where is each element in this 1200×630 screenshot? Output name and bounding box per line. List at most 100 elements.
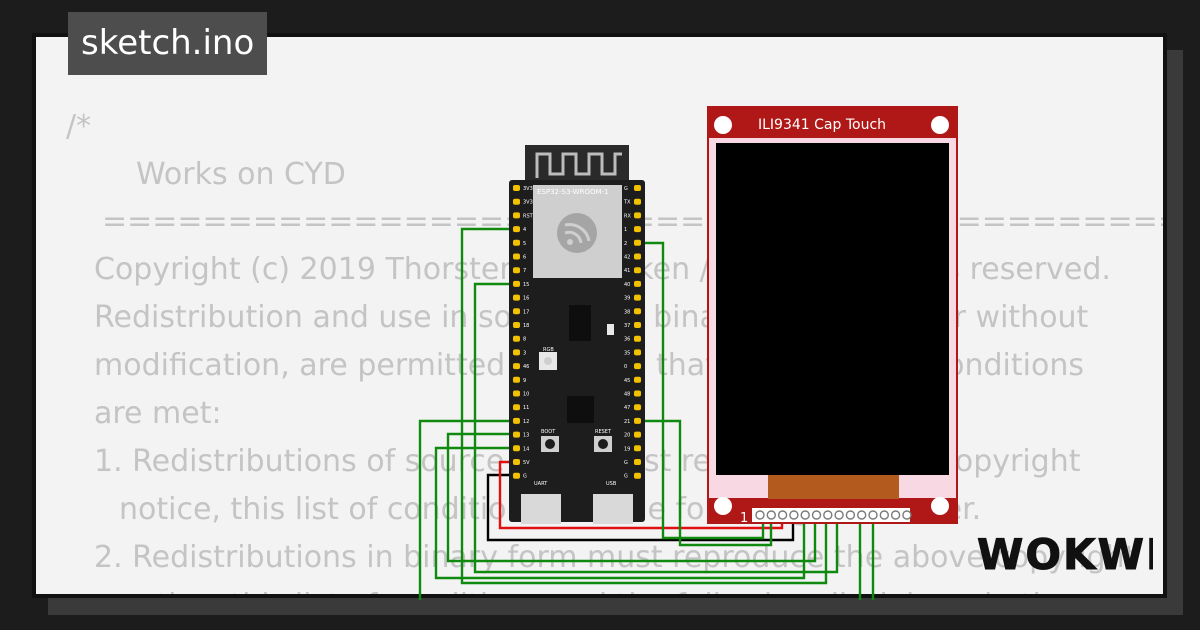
display-pin-header <box>755 510 912 520</box>
flex-connector <box>768 475 899 499</box>
display-pin <box>777 510 788 520</box>
display-pin <box>845 510 856 520</box>
esp-left-pin-label: G <box>523 474 527 480</box>
usb-port <box>593 494 633 524</box>
rgb-label: RGB <box>543 347 554 353</box>
file-name-tab[interactable]: sketch.ino <box>68 12 268 75</box>
esp-left-pin-label: 3V3 <box>523 186 533 192</box>
esp-left-pin <box>513 445 520 452</box>
display-pin <box>834 510 844 520</box>
esp-right-pin <box>634 349 641 356</box>
esp-right-pin <box>634 185 641 191</box>
esp-right-pin-label: 35 <box>624 350 630 356</box>
esp-left-pin <box>513 322 520 328</box>
esp-right-pin <box>634 294 641 301</box>
esp32-pin-headers: 3V33V3RST4567151617188346910111213145VGG… <box>513 185 641 480</box>
display-pin <box>868 510 878 520</box>
esp-left-pin-label: 4 <box>523 227 526 233</box>
esp-left-pin <box>513 308 520 315</box>
wire <box>460 227 828 585</box>
ili9341-display[interactable]: ILI9341 Cap Touch 1 <box>707 106 958 526</box>
esp-right-pin-label: 39 <box>624 296 630 302</box>
esp-right-pin <box>634 363 641 370</box>
uart-usb-port <box>521 494 561 524</box>
esp-left-pin-label: 6 <box>523 255 526 261</box>
esp-left-pin <box>513 212 520 219</box>
wire <box>637 241 765 540</box>
esp-left-pin <box>513 472 520 479</box>
esp-right-pin-label: RX <box>624 213 631 219</box>
reset-label: RESET <box>595 429 612 435</box>
mount-hole-bottom-right <box>931 497 949 515</box>
esp-right-pin <box>634 280 641 287</box>
esp-right-pin-label: 19 <box>624 446 630 452</box>
esp-left-pin-label: 11 <box>523 405 529 411</box>
wire <box>637 419 773 547</box>
mount-hole-bottom-left <box>714 497 732 515</box>
esp-left-pin-label: 10 <box>523 392 529 398</box>
module-label: ESP32-S3-WROOM-1 <box>537 188 608 196</box>
esp-left-pin <box>513 294 520 301</box>
esp-right-pin <box>634 376 641 383</box>
esp-right-pin-label: 42 <box>624 255 630 261</box>
uart-label: UART <box>534 481 548 487</box>
esp-right-pin <box>634 239 641 246</box>
esp-right-pin-label: 2 <box>624 241 627 247</box>
esp-left-pin <box>513 239 520 246</box>
esp-left-pin <box>513 280 520 287</box>
esp-left-pin <box>513 267 520 274</box>
esp-right-pin-label: 36 <box>624 337 630 343</box>
esp-left-pin-label: 3V3 <box>523 200 533 206</box>
wire <box>473 282 839 574</box>
esp-right-pin <box>634 431 641 438</box>
esp-left-pin-label: 13 <box>523 433 529 439</box>
wokwi-logo[interactable]: WOKWI <box>975 528 1154 579</box>
usb-uart-chip <box>569 305 591 341</box>
display-screen <box>716 143 949 475</box>
esp-left-pin-label: 5 <box>523 241 526 247</box>
esp32-s3-devkit[interactable]: ESP32-S3-WROOM-1 RGB BOOT RESET UART USB… <box>509 145 645 524</box>
display-title: ILI9341 Cap Touch <box>758 117 886 133</box>
esp-right-pin <box>634 267 641 274</box>
esp-left-pin-label: 5V <box>523 460 530 466</box>
wokwi-logo-text: WOKWI <box>977 530 1153 578</box>
display-pin <box>789 510 799 520</box>
espressif-logo-icon <box>557 213 597 253</box>
esp-right-pin-label: 0 <box>624 364 627 370</box>
code-line: are met: <box>94 396 222 431</box>
esp-right-pin-label: 40 <box>624 282 630 288</box>
esp-right-pin-label: G <box>624 474 628 480</box>
esp-left-pin <box>513 349 520 356</box>
esp-right-pin-label: 41 <box>624 268 630 274</box>
code-line: /* <box>66 109 92 144</box>
esp-right-pin <box>634 226 641 233</box>
wire <box>446 432 817 563</box>
esp-left-pin <box>513 431 520 438</box>
display-pin <box>879 510 889 520</box>
code-line: Works on CYD <box>136 157 346 192</box>
antenna-trace-icon <box>535 152 622 178</box>
usb-label: USB <box>606 481 617 487</box>
esp-left-pin-label: 14 <box>523 446 529 452</box>
esp-left-pin <box>513 226 520 233</box>
display-pin1-label: 1 <box>740 511 748 526</box>
esp-left-pin <box>513 376 520 383</box>
esp-right-pin <box>634 322 641 328</box>
esp-right-pin <box>634 459 641 465</box>
display-pin <box>811 510 822 520</box>
mount-hole-top-right <box>931 116 949 134</box>
esp-right-pin <box>634 445 641 452</box>
display-pin <box>766 510 776 520</box>
esp-left-pin-label: 3 <box>523 350 526 356</box>
display-pin <box>902 510 912 520</box>
esp-right-pin-label: 20 <box>624 433 630 439</box>
wire <box>486 473 795 542</box>
display-pin <box>755 510 765 520</box>
mount-hole-top-left <box>714 116 732 134</box>
esp-right-pin <box>634 404 641 411</box>
esp-left-pin <box>513 459 520 465</box>
esp-right-pin <box>634 253 641 260</box>
esp-left-pin-label: 8 <box>523 337 526 343</box>
esp-right-pin <box>634 212 641 219</box>
